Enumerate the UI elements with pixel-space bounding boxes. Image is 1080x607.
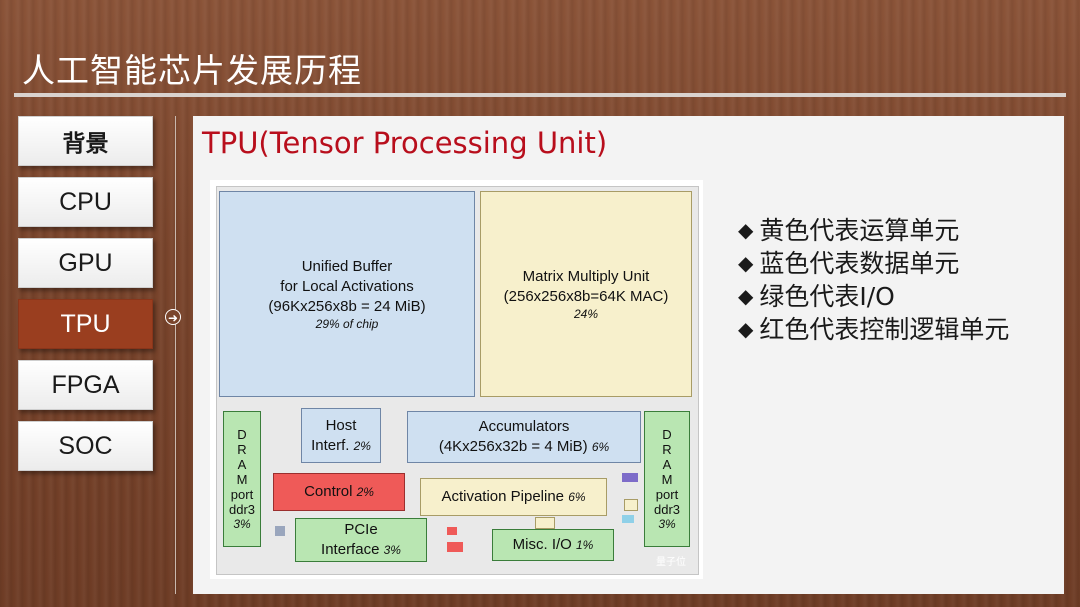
control-block: Control 2% — [273, 473, 405, 511]
bullet-item: ◆红色代表控制逻辑单元 — [738, 313, 1009, 346]
nav-item-tpu[interactable]: TPU — [18, 299, 153, 349]
dram-left-a: A — [237, 456, 247, 472]
pcie-label-2: Interface — [321, 541, 380, 558]
bullet-text: 蓝色代表数据单元 — [759, 249, 960, 278]
matrix-multiply-block: Matrix Multiply Unit (256x256x8b=64K MAC… — [480, 191, 692, 397]
accumulators-label-2: (4Kx256x32b = 4 MiB) — [438, 438, 588, 455]
panel-title: TPU(Tensor Processing Unit) — [202, 126, 608, 160]
pcie-label-1: PCIe — [344, 521, 378, 538]
bullet-text: 绿色代表I/O — [759, 282, 895, 311]
dram-port-left-block: D R A M port ddr3 3% — [223, 411, 261, 547]
unified-buffer-pct: 29% of chip — [315, 317, 379, 331]
dram-right-a: A — [662, 456, 672, 472]
accumulators-block: Accumulators (4Kx256x32b = 4 MiB) 6% — [407, 411, 641, 463]
dram-right-d: D — [662, 426, 672, 442]
tpu-floorplan-diagram: Unified Buffer for Local Activations (96… — [210, 180, 703, 579]
pcie-interface-block: PCIe Interface 3% — [295, 518, 427, 562]
small-purple-cell — [622, 473, 638, 482]
unified-buffer-label-3: (96Kx256x8b = 24 MiB) — [268, 298, 426, 315]
nav-item-fpga[interactable]: FPGA — [18, 360, 153, 410]
diamond-bullet-icon: ◆ — [738, 284, 754, 308]
nav-divider — [175, 116, 176, 594]
small-red-cell — [447, 542, 463, 552]
dram-right-ddr3: ddr3 — [653, 501, 681, 517]
dram-port-right-block: D R A M port ddr3 3% — [644, 411, 690, 547]
dram-left-d: D — [237, 426, 247, 442]
bullet-item: ◆蓝色代表数据单元 — [738, 247, 1009, 280]
host-label-2: Interf. — [311, 436, 350, 454]
dram-right-pct: 3% — [658, 516, 676, 531]
dram-left-m: M — [236, 471, 248, 487]
activation-pipeline-block: Activation Pipeline 6% — [420, 478, 607, 516]
slide-title: 人工智能芯片发展历程 — [22, 51, 362, 90]
host-interface-block: Host Interf. 2% — [301, 408, 381, 463]
diamond-bullet-icon: ◆ — [738, 317, 754, 341]
unified-buffer-block: Unified Buffer for Local Activations (96… — [219, 191, 475, 397]
accumulators-pct: 6% — [591, 440, 610, 454]
title-divider — [14, 93, 1066, 97]
legend-bullets: ◆黄色代表运算单元 ◆蓝色代表数据单元 ◆绿色代表I/O ◆红色代表控制逻辑单元 — [738, 214, 1009, 346]
dram-right-m: M — [661, 471, 673, 487]
activation-label: Activation Pipeline — [441, 488, 565, 505]
small-gray-cell — [275, 526, 285, 536]
matrix-label-1: Matrix Multiply Unit — [522, 268, 650, 285]
dram-right-port: port — [655, 486, 679, 502]
unified-buffer-label-2: for Local Activations — [280, 278, 414, 295]
misc-io-block: Misc. I/O 1% — [492, 529, 614, 561]
misc-pct: 1% — [576, 538, 594, 552]
small-yellow-cell — [624, 499, 638, 511]
control-label: Control — [304, 483, 353, 500]
misc-label: Misc. I/O — [512, 536, 572, 553]
activation-pct: 6% — [568, 490, 586, 504]
dram-left-r: R — [237, 441, 247, 457]
dram-right-r: R — [662, 441, 672, 457]
nav-item-gpu[interactable]: GPU — [18, 238, 153, 288]
diamond-bullet-icon: ◆ — [738, 218, 754, 242]
section-nav: 背景 CPU GPU TPU FPGA SOC — [18, 116, 153, 482]
arrow-right-icon: ➜ — [165, 309, 181, 325]
pcie-pct: 3% — [383, 543, 401, 557]
small-yellow-cell — [535, 517, 555, 529]
nav-item-background[interactable]: 背景 — [18, 116, 153, 166]
dram-left-ddr3: ddr3 — [228, 501, 256, 517]
bullet-item: ◆绿色代表I/O — [738, 280, 1009, 313]
host-pct: 2% — [353, 438, 371, 453]
content-panel: TPU(Tensor Processing Unit) Unified Buff… — [193, 116, 1064, 594]
unified-buffer-label-1: Unified Buffer — [301, 258, 393, 275]
watermark: 量子位 — [656, 557, 686, 568]
small-cyan-cell — [622, 515, 634, 523]
dram-left-pct: 3% — [233, 516, 251, 531]
host-label-1: Host — [325, 416, 357, 434]
bullet-text: 黄色代表运算单元 — [759, 216, 960, 245]
small-red-cell — [447, 527, 457, 535]
control-pct: 2% — [356, 485, 374, 499]
diamond-bullet-icon: ◆ — [738, 251, 754, 275]
matrix-pct: 24% — [573, 307, 599, 321]
accumulators-label-1: Accumulators — [478, 418, 570, 435]
diagram-frame: Unified Buffer for Local Activations (96… — [216, 186, 699, 575]
nav-item-cpu[interactable]: CPU — [18, 177, 153, 227]
bullet-text: 红色代表控制逻辑单元 — [759, 315, 1010, 344]
nav-item-soc[interactable]: SOC — [18, 421, 153, 471]
bullet-item: ◆黄色代表运算单元 — [738, 214, 1009, 247]
dram-left-port: port — [230, 486, 254, 502]
matrix-label-2: (256x256x8b=64K MAC) — [503, 288, 669, 305]
